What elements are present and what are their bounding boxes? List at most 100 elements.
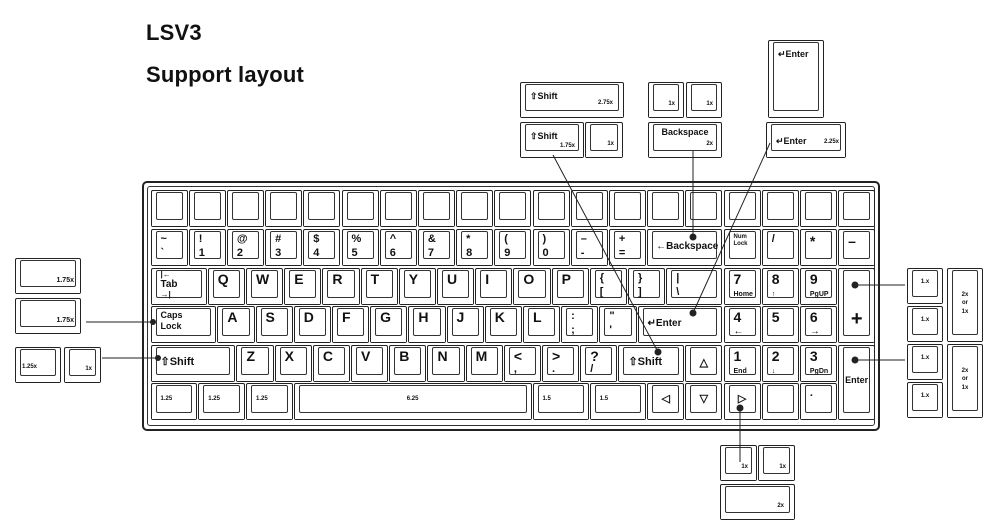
fn-row-key[interactable] xyxy=(379,190,417,227)
alt-bs-split-1[interactable]: 1x xyxy=(648,82,684,118)
key-number-row[interactable]: )0 xyxy=(532,229,570,266)
fn-row-key[interactable] xyxy=(761,190,799,227)
fn-row-key[interactable] xyxy=(723,190,761,227)
fn-row-key[interactable] xyxy=(417,190,456,227)
key-num-dot[interactable]: . xyxy=(799,383,838,420)
fn-row-key[interactable] xyxy=(838,190,876,227)
alt-lshift-1x[interactable]: 1x xyxy=(64,347,101,383)
key-quote[interactable]: "' xyxy=(599,306,637,343)
key-letter[interactable]: I xyxy=(475,267,513,305)
key-number-row[interactable]: !1 xyxy=(188,229,226,266)
key-num-minus[interactable]: – xyxy=(838,229,876,266)
key-letter[interactable]: X xyxy=(274,344,312,382)
key-enter[interactable]: ↵Enter xyxy=(637,306,723,343)
key-modifier[interactable]: 1.25 xyxy=(198,383,245,420)
key-number-row[interactable]: ~` xyxy=(150,229,188,266)
key-num-star[interactable]: * xyxy=(799,229,838,266)
key-spacebar[interactable]: 6.25 xyxy=(293,383,532,420)
fn-row-key[interactable] xyxy=(341,190,379,227)
key-num0[interactable] xyxy=(761,383,799,420)
key-number-row[interactable]: @2 xyxy=(226,229,265,266)
alt-numpad-tall[interactable]: 2x or 1x xyxy=(947,268,983,342)
key-comma[interactable]: <, xyxy=(503,344,542,382)
fn-row-key[interactable] xyxy=(799,190,838,227)
key-right-shift[interactable]: ⇧Shift xyxy=(618,344,685,382)
key-letter[interactable]: W xyxy=(246,267,284,305)
key-letter[interactable]: K xyxy=(484,306,522,343)
key-number-row[interactable]: #3 xyxy=(265,229,303,266)
fn-row-key[interactable] xyxy=(265,190,303,227)
fn-row-key[interactable] xyxy=(494,190,532,227)
key-number-row[interactable]: += xyxy=(608,229,647,266)
key-num4[interactable]: 4← xyxy=(723,306,761,343)
fn-row-key[interactable] xyxy=(226,190,265,227)
alt-bs-split-2[interactable]: 1x xyxy=(686,82,722,118)
key-period[interactable]: >. xyxy=(542,344,580,382)
fn-row-key[interactable] xyxy=(532,190,570,227)
key-letter[interactable]: F xyxy=(331,306,370,343)
key-backslash[interactable]: |\ xyxy=(666,267,723,305)
key-letter[interactable]: A xyxy=(217,306,255,343)
key-letter[interactable]: Z xyxy=(236,344,274,382)
key-tab[interactable]: |←Tab→| xyxy=(150,267,207,305)
alt-num0-2x[interactable]: 2x xyxy=(720,484,795,520)
alt-caps-1-75x[interactable]: 1.75x xyxy=(15,258,81,294)
key-letter[interactable]: Q xyxy=(207,267,245,305)
key-num8[interactable]: 8↑ xyxy=(761,267,799,305)
key-number-row[interactable]: $4 xyxy=(303,229,341,266)
key-semicolon[interactable]: :; xyxy=(561,306,599,343)
key-up[interactable]: △ xyxy=(685,344,723,382)
fn-row-key[interactable] xyxy=(608,190,647,227)
alt-iso-enter[interactable]: ↵Enter xyxy=(768,40,824,118)
key-right-alt[interactable]: 1.5 xyxy=(532,383,589,420)
key-right-ctrl[interactable]: 1.5 xyxy=(589,383,647,420)
key-left-shift[interactable]: ⇧Shift xyxy=(150,344,236,382)
key-number-row[interactable]: (9 xyxy=(494,229,532,266)
key-number-row[interactable]: *8 xyxy=(456,229,494,266)
alt-num0-split-1[interactable]: 1x xyxy=(720,445,757,481)
key-arrow-left[interactable]: ◁ xyxy=(647,383,685,420)
key-letter[interactable]: V xyxy=(351,344,389,382)
key-letter[interactable]: S xyxy=(255,306,293,343)
fn-row-key[interactable] xyxy=(570,190,608,227)
key-letter[interactable]: H xyxy=(408,306,446,343)
key-letter[interactable]: Y xyxy=(398,267,436,305)
key-number-row[interactable]: &7 xyxy=(417,229,456,266)
key-num5[interactable]: 5 xyxy=(761,306,799,343)
key-arrow-right[interactable]: ▷ xyxy=(723,383,761,420)
fn-row-key[interactable] xyxy=(647,190,685,227)
key-num6[interactable]: 6→ xyxy=(799,306,838,343)
alt-lshift-1-25x[interactable]: 1.25x xyxy=(15,347,61,383)
key-number-row[interactable]: –- xyxy=(570,229,608,266)
alt-numpad-1x[interactable]: 1.x xyxy=(907,306,943,342)
alt-numpad-1x[interactable]: 1.x xyxy=(907,382,943,418)
key-bracket[interactable]: }] xyxy=(628,267,666,305)
alt-num0-split-2[interactable]: 1x xyxy=(758,445,795,481)
alt-numpad-1x[interactable]: 1.x xyxy=(907,344,943,380)
key-modifier[interactable]: 1.25 xyxy=(246,383,293,420)
fn-row-key[interactable] xyxy=(456,190,494,227)
fn-row-key[interactable] xyxy=(188,190,226,227)
key-num-plus[interactable]: + xyxy=(838,267,876,343)
fn-row-key[interactable] xyxy=(685,190,723,227)
alt-numpad-tall[interactable]: 2x or 1x xyxy=(947,344,983,418)
key-num-enter[interactable]: Enter xyxy=(838,344,876,420)
key-bracket[interactable]: {[ xyxy=(589,267,627,305)
key-letter[interactable]: M xyxy=(465,344,503,382)
key-letter[interactable]: C xyxy=(312,344,351,382)
fn-row-key[interactable] xyxy=(150,190,188,227)
key-num-slash[interactable]: / xyxy=(761,229,799,266)
alt-caps-stepped[interactable]: 1.75x xyxy=(15,298,81,334)
key-number-row[interactable]: ^6 xyxy=(379,229,417,266)
key-letter[interactable]: P xyxy=(551,267,589,305)
key-letter[interactable]: G xyxy=(370,306,408,343)
alt-shift-1x[interactable]: 1x xyxy=(585,122,623,158)
